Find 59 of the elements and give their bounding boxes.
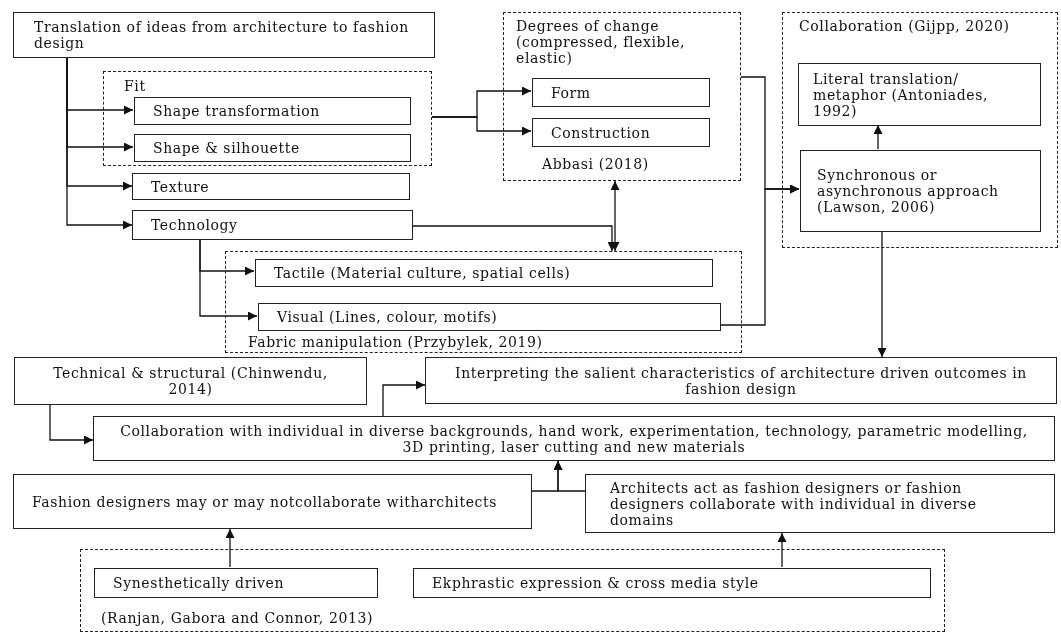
dashed-group	[503, 12, 741, 181]
arrow	[66, 57, 133, 230]
dashed-group	[225, 251, 742, 353]
arrow	[225, 528, 235, 568]
process-box	[132, 210, 413, 240]
arrow	[719, 184, 800, 326]
box-label: Translation of ideas from architecture to fashion design	[34, 19, 410, 51]
box-label: Form	[551, 84, 591, 101]
dashed-group	[80, 549, 945, 632]
box-label: Fashion designers may or may notcollaborate witharchitects	[32, 493, 497, 510]
process-box	[94, 568, 378, 598]
process-box	[532, 118, 710, 147]
process-box	[585, 474, 1055, 533]
box-label: Synesthetically driven	[113, 575, 285, 591]
process-box	[134, 97, 411, 125]
process-box	[14, 357, 367, 405]
arrow	[877, 230, 887, 358]
box-label: Construction	[551, 124, 651, 141]
process-box	[798, 63, 1041, 126]
arrow	[49, 404, 94, 445]
box-label: Interpreting the salient characteristics of architecture driven outcomes in fashion design	[454, 364, 1028, 397]
arrow	[199, 239, 258, 321]
process-box	[134, 134, 411, 162]
process-box	[13, 12, 435, 58]
box-label: Ekphrastic expression & cross media style	[432, 575, 759, 591]
box-label: Architects act as fashion designers or fashion designers collaborate with individual in diverse domains	[610, 479, 978, 528]
arrow	[382, 380, 426, 417]
box-label: Visual (Lines, colour, motifs)	[277, 309, 498, 325]
group-title: Fabric manipulation (Przybylek, 2019)	[248, 334, 544, 350]
process-box	[800, 150, 1041, 232]
arrow	[553, 460, 586, 492]
group-title: Collaboration (Gijpp, 2020)	[799, 18, 1011, 34]
process-box	[13, 474, 532, 529]
arrow	[431, 116, 532, 136]
dashed-group	[103, 71, 432, 166]
process-box	[532, 78, 710, 107]
box-label: Collaboration with individual in diverse backgrounds, hand work, experimentation, technology, parametric modelling, 3D printing, laser cutting and new materials	[119, 422, 1029, 455]
process-box	[255, 259, 713, 287]
box-label: Synchronous or asynchronous approach (Lawson, 2006)	[817, 167, 1000, 215]
process-box	[425, 357, 1057, 404]
group-title: Fit	[124, 78, 147, 94]
box-label: Literal translation/ metaphor (Antoniades, 1992)	[813, 70, 990, 119]
dashed-group	[782, 12, 1058, 248]
process-box	[258, 303, 721, 331]
process-box	[93, 416, 1055, 461]
box-label: Shape transformation	[153, 103, 320, 119]
box-label: Technical & structural (Chinwendu, 2014)	[52, 365, 329, 397]
process-box	[132, 173, 410, 200]
group-title: Abbasi (2018)	[542, 156, 650, 172]
process-box	[413, 568, 931, 598]
box-label: Technology	[151, 217, 238, 233]
group-title: Degrees of change (compressed, flexible, elastic)	[516, 18, 687, 66]
box-label: Texture	[151, 178, 210, 195]
double-arrow	[610, 180, 620, 252]
box-label: Tactile (Material culture, spatial cells)	[274, 265, 571, 281]
group-title: (Ranjan, Gabora and Connor, 2013)	[101, 610, 375, 626]
arrow	[873, 124, 883, 150]
arrow	[777, 532, 787, 568]
box-label: Shape & silhouette	[153, 140, 300, 156]
